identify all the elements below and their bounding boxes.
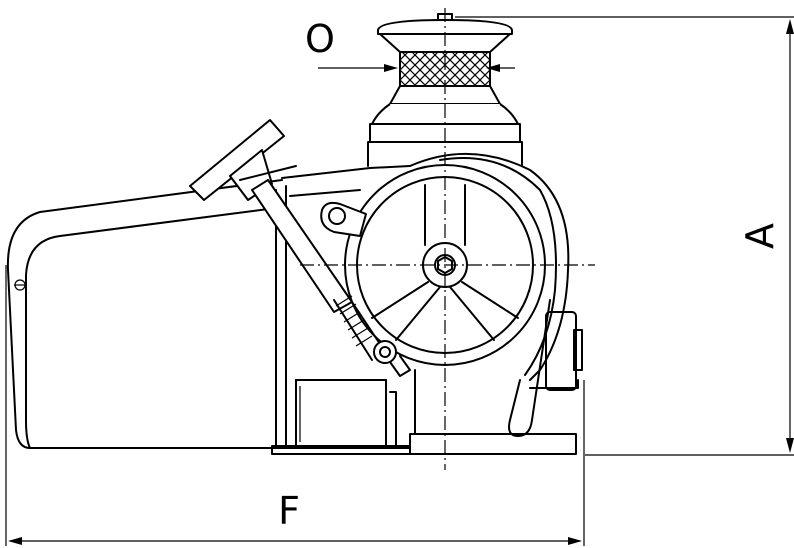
- gear-housing: [409, 153, 583, 437]
- dimension-f: F: [5, 265, 585, 546]
- mount-lug: [320, 201, 367, 237]
- dimension-f-label: F: [278, 489, 300, 533]
- dimension-a: A: [455, 16, 794, 456]
- dimension-o: O: [305, 17, 515, 72]
- brake-lever: [189, 119, 411, 377]
- dimension-o-label: O: [305, 17, 335, 61]
- dimension-a-label: A: [738, 223, 782, 249]
- base-plate: [271, 379, 577, 455]
- centerlines: [300, 8, 595, 470]
